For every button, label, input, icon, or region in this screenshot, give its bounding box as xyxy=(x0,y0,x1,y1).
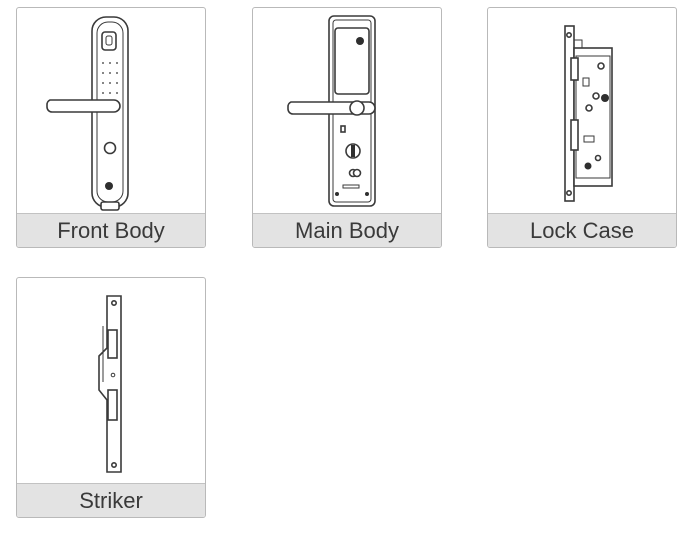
card-label-main-body: Main Body xyxy=(253,213,441,247)
striker-plate-icon xyxy=(17,278,205,484)
component-card-front-body: Front Body xyxy=(16,7,206,248)
card-label-striker: Striker xyxy=(17,483,205,517)
card-label-lock-case: Lock Case xyxy=(488,213,676,247)
front-body-lock-icon xyxy=(17,8,205,214)
card-label-front-body: Front Body xyxy=(17,213,205,247)
component-card-striker: Striker xyxy=(16,277,206,518)
main-body-lock-icon xyxy=(253,8,441,214)
component-card-lock-case: Lock Case xyxy=(487,7,677,248)
component-card-main-body: Main Body xyxy=(252,7,442,248)
lock-case-icon xyxy=(488,8,676,214)
